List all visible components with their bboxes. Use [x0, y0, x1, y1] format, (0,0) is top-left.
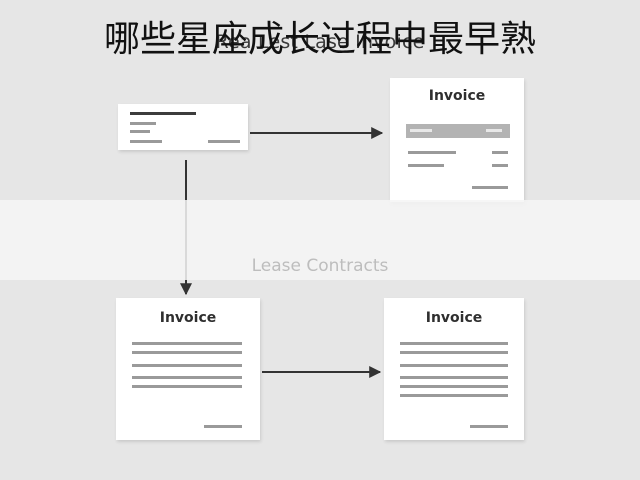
- receipt-card: [118, 104, 248, 150]
- invoice-heading: Invoice: [425, 310, 483, 326]
- invoice-document-bottom-left: Invoice: [116, 298, 260, 440]
- invoice-document-bottom-right: Invoice: [384, 298, 524, 440]
- diagram-title: Rea Lest Lase Invoice: [215, 31, 425, 53]
- caption-banner: [0, 200, 640, 280]
- invoice-document-top-right: Invoice: [390, 78, 524, 202]
- invoice-heading: Invoice: [428, 88, 486, 104]
- middle-label: Lease Contracts: [251, 256, 389, 276]
- caption-text: 哪些星座成长过程中最早熟: [103, 19, 536, 60]
- invoice-heading: Invoice: [159, 310, 217, 326]
